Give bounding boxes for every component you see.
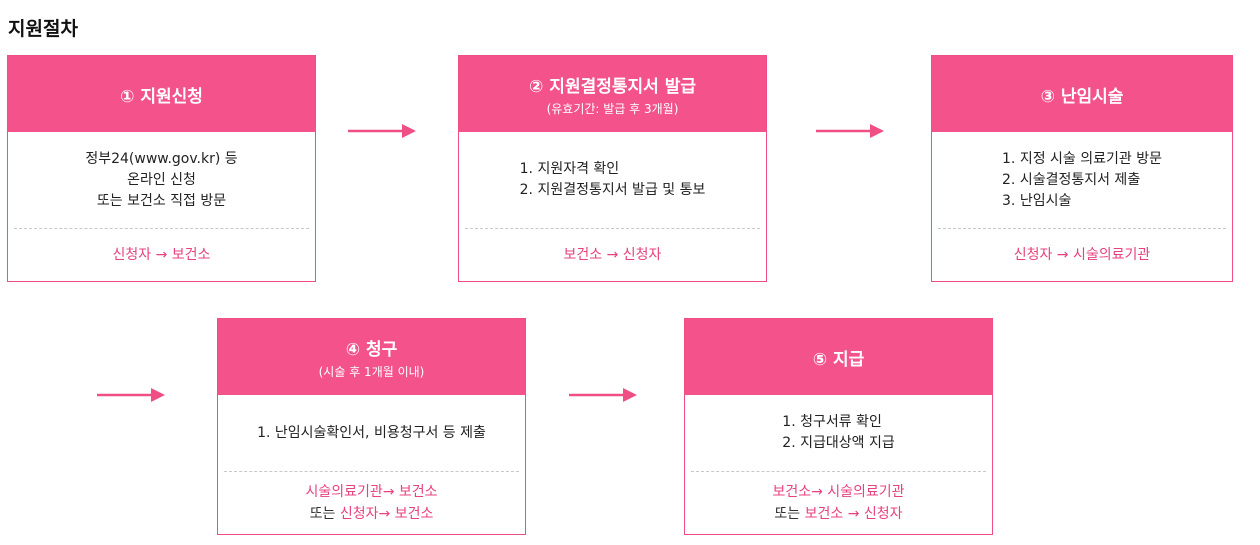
flow-or-label: 또는 xyxy=(309,506,340,522)
flow-text: 보건소 → 신청자 xyxy=(563,247,662,263)
step-line: 1. 난임시술확인서, 비용청구서 등 제출 xyxy=(257,424,486,441)
step-line: 온라인 신청 xyxy=(127,171,196,188)
step-flow: 신청자 → 시술의료기관 xyxy=(932,229,1232,281)
step-line: 1. 지원자격 확인 xyxy=(519,161,620,177)
step-title: ① 지원신청 xyxy=(120,86,203,107)
arrow-right-icon xyxy=(569,388,637,402)
step-line: 2. 시술결정통지서 제출 xyxy=(1002,171,1141,188)
step-header: ① 지원신청 xyxy=(8,56,315,132)
step-flow: 보건소 → 신청자 xyxy=(459,229,766,281)
divider xyxy=(465,228,760,229)
step-header: ③ 난임시술 xyxy=(932,56,1232,132)
step-card-procedure: ③ 난임시술 1. 지정 시술 의료기관 방문 2. 시술결정통지서 제출 3.… xyxy=(931,55,1233,282)
divider xyxy=(691,471,986,472)
arrow-right-icon xyxy=(97,388,165,402)
step-line: 정부24(www.gov.kr) 등 xyxy=(85,150,238,167)
step-line: 3. 난임시술 xyxy=(1002,192,1072,209)
step-title: ③ 난임시술 xyxy=(1040,86,1124,107)
flow-text: 신청자 → 시술의료기관 xyxy=(1013,247,1151,263)
flow-text: 보건소→ 시술의료기관 xyxy=(772,484,905,500)
divider xyxy=(938,228,1226,229)
step-flow: 보건소→ 시술의료기관 또는 보건소 → 신청자 xyxy=(685,472,992,534)
divider xyxy=(14,228,309,229)
divider xyxy=(224,471,519,472)
step-line: 2. 지원결정통지서 발급 및 통보 xyxy=(519,182,706,198)
step-flow: 신청자 → 보건소 xyxy=(8,229,315,281)
step-subtitle: (시술 후 1개월 이내) xyxy=(318,364,425,379)
step-body: 1. 지원자격 확인 2. 지원결정통지서 발급 및 통보 xyxy=(459,132,766,228)
page-title: 지원절차 xyxy=(8,18,78,40)
step-body: 1. 지정 시술 의료기관 방문 2. 시술결정통지서 제출 3. 난임시술 xyxy=(932,132,1232,228)
flow-text: 보건소 → 신청자 xyxy=(804,506,903,522)
step-line: 2. 지급대상액 지급 xyxy=(782,435,895,451)
step-header: ⑤ 지급 xyxy=(685,319,992,395)
step-line: 또는 보건소 직접 방문 xyxy=(96,192,227,209)
flow-or-label: 또는 xyxy=(774,506,805,522)
step-flow: 시술의료기관→ 보건소 또는 신청자→ 보건소 xyxy=(218,472,525,534)
arrow-right-icon xyxy=(348,124,416,138)
step-header: ② 지원결정통지서 발급 (유효기간: 발급 후 3개월) xyxy=(459,56,766,132)
step-card-apply: ① 지원신청 정부24(www.gov.kr) 등 온라인 신청 또는 보건소 … xyxy=(7,55,316,282)
step-card-decision-notice: ② 지원결정통지서 발급 (유효기간: 발급 후 3개월) 1. 지원자격 확인… xyxy=(458,55,767,282)
flow-text: 시술의료기관→ 보건소 xyxy=(305,484,438,500)
arrow-right-icon xyxy=(816,124,884,138)
step-line: 1. 청구서류 확인 xyxy=(782,414,882,430)
step-body: 정부24(www.gov.kr) 등 온라인 신청 또는 보건소 직접 방문 xyxy=(8,132,315,228)
step-card-payment: ⑤ 지급 1. 청구서류 확인 2. 지급대상액 지급 보건소→ 시술의료기관 … xyxy=(684,318,993,535)
step-title: ② 지원결정통지서 발급 xyxy=(529,76,696,97)
step-body: 1. 청구서류 확인 2. 지급대상액 지급 xyxy=(685,395,992,471)
step-title: ④ 청구 xyxy=(345,339,398,360)
step-card-claim: ④ 청구 (시술 후 1개월 이내) 1. 난임시술확인서, 비용청구서 등 제… xyxy=(217,318,526,535)
step-header: ④ 청구 (시술 후 1개월 이내) xyxy=(218,319,525,395)
step-body: 1. 난임시술확인서, 비용청구서 등 제출 xyxy=(218,395,525,471)
step-title: ⑤ 지급 xyxy=(812,349,865,370)
step-subtitle: (유효기간: 발급 후 3개월) xyxy=(546,101,679,116)
step-line: 1. 지정 시술 의료기관 방문 xyxy=(1002,150,1162,167)
flow-text: 신청자→ 보건소 xyxy=(339,506,434,522)
flow-text: 신청자 → 보건소 xyxy=(112,247,211,263)
